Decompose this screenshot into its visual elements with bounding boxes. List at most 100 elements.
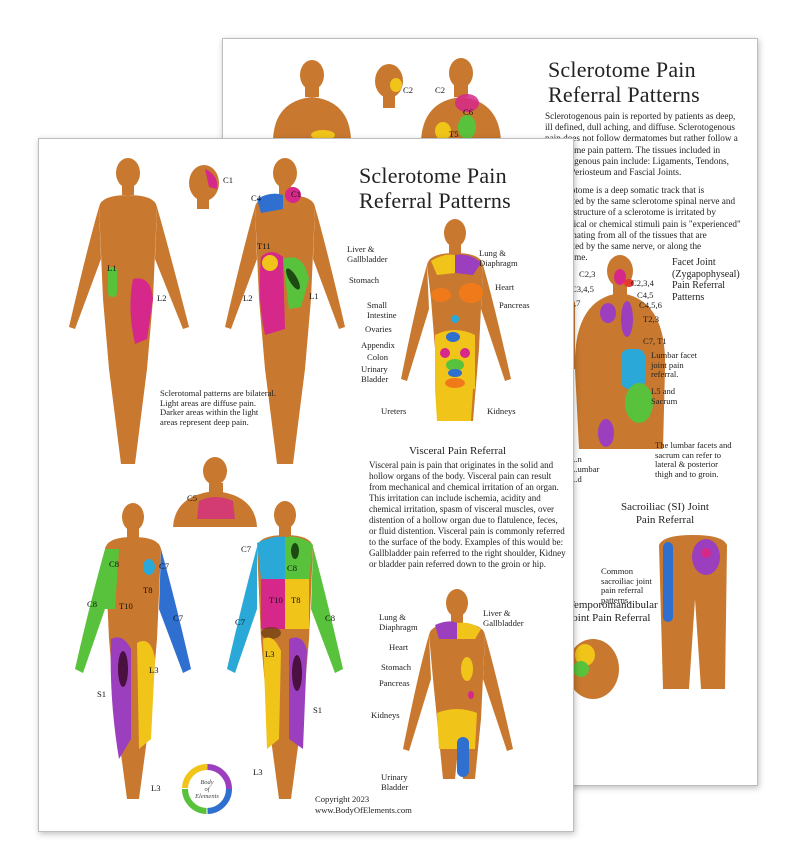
copyright: Copyright 2023 [315,794,370,804]
lower-label-l3-b: L3 [151,783,161,793]
facet-label-c7t1: C7, T1 [643,336,667,346]
lower-figures [75,457,513,799]
logo-text-2: of [204,786,210,793]
back-visceral-label-liver: Liver & Gallbladder [483,608,524,628]
lower-label-c8-a: C8 [109,559,120,569]
lower-label-s1-b: S1 [313,705,323,715]
logo-text-3: Elements [195,793,219,800]
visceral-label-ureters: Ureters [381,406,407,416]
logo-text: Body of Elements [181,779,233,800]
lower-label-c8-b: C8 [87,599,98,609]
facet-label-c345: C3,4,5 [571,284,594,294]
facet-label-c456: C4,5,6 [639,300,662,310]
top-label-c2-b: C2 [435,85,446,95]
facet-label-c234: C2,3,4 [631,278,654,288]
website: www.BodyOfElements.com [315,805,412,815]
front-poster: Sclerotome Pain Referral Patterns [38,138,574,832]
lower-back-figure [227,501,343,799]
top-back-figure [421,58,501,141]
lower-label-c5: C5 [187,493,198,503]
visceral-label-pancreas: Pancreas [499,300,530,310]
visceral-label-stomach: Stomach [349,275,380,285]
lower-label-t10-b: T10 [269,595,283,605]
label-t11: T11 [257,241,271,251]
back-title: Sclerotome Pain Referral Patterns [548,57,700,107]
facet-label-c45: C4,5 [637,290,654,300]
si-title: Sacroiliac (SI) Joint Pain Referral [621,501,709,526]
logo-ring-icon [182,764,232,814]
lower-label-t8-b: T8 [291,595,301,605]
upper-side-head [189,165,219,209]
si-text: Common sacroiliac joint pain referral pa… [601,566,652,605]
lower-label-c7-d: C7 [235,617,246,627]
top-label-c6: C6 [463,107,474,117]
back-intro-text: Sclerotogenous pain is reported by patie… [545,111,738,178]
lower-label-l3-a: L3 [149,665,159,675]
visceral-label-bladder: Urinary Bladder [361,364,389,384]
partial-label-3: ...d [571,474,582,484]
visceral-figure [401,219,511,421]
tmj-figure [567,639,619,699]
lower-label-l3-d: L3 [253,767,263,777]
partial-label-2: ...umbar [571,464,600,474]
visceral-text: Visceral pain is pain that originates in… [369,460,566,569]
visceral-label-liver: Liver & Gallbladder [347,244,388,264]
visceral-label-ovaries: Ovaries [365,324,392,334]
facet-label-l5-sacrum: L5 and Sacrum [651,386,678,406]
facet-label-c23: C2,3 [579,269,596,279]
back-title-line2: Referral Patterns [548,82,700,107]
visceral-label-kidneys: Kidneys [487,406,516,416]
lower-label-t8-a: T8 [143,585,153,595]
back-visceral-label-bladder: Urinary Bladder [381,772,409,792]
visceral-label-small-intestine: Small Intestine [367,300,397,320]
facet-figure [566,255,666,449]
upper-front-figure [69,158,189,464]
label-c1-back: C1 [291,189,302,199]
upper-back-figure [225,158,345,464]
lower-label-s1-a: S1 [97,689,107,699]
logo-text-1: Body [200,779,214,786]
lower-label-c8-d: C8 [325,613,336,623]
body-of-elements-logo: Body of Elements [181,763,233,815]
label-l1-back: L1 [309,291,319,301]
back-top-figures [273,58,501,141]
sclerotomal-note: Sclerotomal patterns are bilateral. Ligh… [160,388,276,427]
label-c1-side: C1 [223,175,234,185]
back-visceral-label-heart: Heart [389,642,409,652]
back-visceral-label-stomach: Stomach [381,662,412,672]
partial-label-1: ...n [571,454,582,464]
top-label-c2-a: C2 [403,85,414,95]
lower-front-figure [75,503,191,799]
facet-label-t23: T2,3 [643,314,659,324]
label-c4: C4 [251,193,262,203]
lower-label-c7-b: C7 [173,613,184,623]
front-title: Sclerotome Pain Referral Patterns [359,163,511,213]
back-title-line1: Sclerotome Pain [548,57,696,82]
lower-label-c7-a: C7 [159,561,170,571]
lower-visceral-back-figure [403,589,513,779]
top-side-head [375,64,403,108]
visceral-label-appendix: Appendix [361,340,395,350]
back-visceral-label-lung: Lung & Diaphragm [379,612,418,632]
label-l2-front: L2 [157,293,167,303]
lower-label-c8-c: C8 [287,563,298,573]
back-visceral-label-pancreas: Pancreas [379,678,410,688]
facet-title: Facet Joint (Zygapophyseal) Pain Referra… [672,257,740,303]
visceral-title: Visceral Pain Referral [409,445,507,457]
top-front-figure [273,60,351,140]
upper-figures [69,158,345,464]
lower-neck-figure [173,457,257,527]
facet-label-lumbar: Lumbar facet joint pain referral. [651,350,698,379]
label-l2-back: L2 [243,293,253,303]
back-visceral-label-kidneys: Kidneys [371,710,400,720]
front-title-line1: Sclerotome Pain [359,163,507,188]
front-title-line2: Referral Patterns [359,188,511,213]
si-figure [659,535,727,689]
lower-label-t10-a: T10 [119,601,133,611]
facet-label-thigh: The lumbar facets and sacrum can refer t… [655,440,732,479]
visceral-label-heart: Heart [495,282,515,292]
visceral-label-colon: Colon [367,352,389,362]
lower-label-c7-c: C7 [241,544,252,554]
label-l1-front: L1 [107,263,117,273]
top-label-t5: T5 [449,129,459,139]
